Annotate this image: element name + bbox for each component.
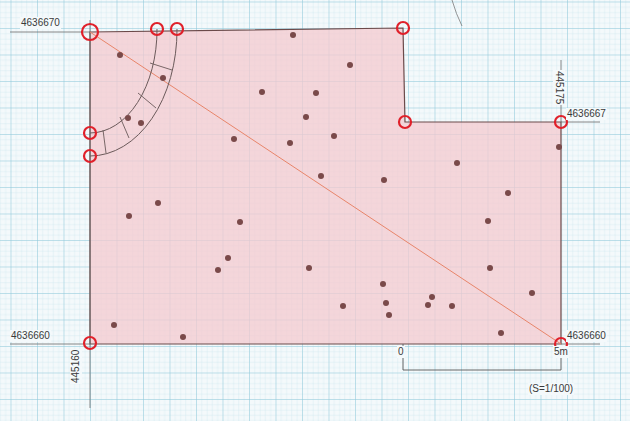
easting-label: 445175	[553, 70, 565, 105]
scale-note: (S=1/100)	[528, 383, 574, 395]
northing-label: 4636670	[20, 17, 61, 29]
northing-label: 4636667	[566, 108, 607, 120]
northing-label: 4636660	[10, 330, 51, 342]
scale-tick-label: 0	[397, 346, 405, 358]
scale-tick-label: 5m	[553, 346, 569, 358]
northing-label: 4636660	[566, 330, 607, 342]
easting-label: 445160	[70, 348, 82, 383]
